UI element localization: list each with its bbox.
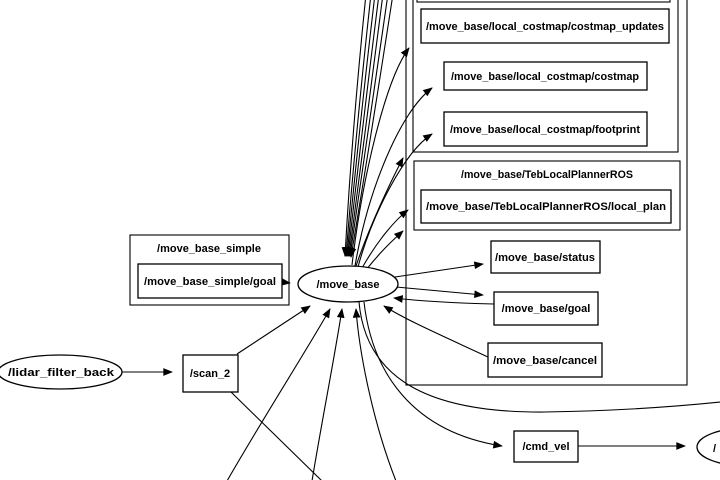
edge-move-base-to-status xyxy=(394,261,484,278)
edge-move-base-to-local-plan xyxy=(361,209,409,269)
node-local-plan-label: /move_base/TebLocalPlannerROS/local_plan xyxy=(426,201,666,213)
node-scan-2[interactable]: /scan_2 xyxy=(182,354,239,393)
node-right-partial-label: / xyxy=(713,443,716,455)
edge-bottom-left-to-move-base xyxy=(226,308,331,480)
node-cancel-label: /move_base/cancel xyxy=(493,355,597,367)
cluster-move-base-namespace xyxy=(405,0,688,386)
node-status-label: /move_base/status xyxy=(495,252,595,264)
edge-move-base-to-costmap-updates xyxy=(351,47,410,266)
edge-bottom-right-to-move-base xyxy=(352,308,397,480)
node-costmap[interactable]: /move_base/local_costmap/costmap xyxy=(443,61,648,91)
node-costmap-updates[interactable]: /move_base/local_costmap/costmap_updates xyxy=(420,8,670,44)
cluster-local-costmap xyxy=(412,0,679,153)
cluster-move-base-simple: /move_base_simple xyxy=(129,234,290,306)
edge-move-base-to-goal xyxy=(395,286,484,299)
node-move-base-label: /move_base xyxy=(317,279,380,291)
node-move-base-simple-goal-label: /move_base_simple/goal xyxy=(144,276,276,288)
node-scan-2-label: /scan_2 xyxy=(190,368,230,380)
node-local-plan[interactable]: /move_base/TebLocalPlannerROS/local_plan xyxy=(420,189,672,224)
node-costmap-label: /move_base/local_costmap/costmap xyxy=(451,71,639,83)
cluster-move-base-simple-label: /move_base_simple xyxy=(157,243,261,255)
edge-scan2-to-bottom xyxy=(230,391,322,480)
edge-bundle-top-to-move-base xyxy=(341,0,393,258)
node-footprint[interactable]: /move_base/local_costmap/footprint xyxy=(443,111,648,147)
edge-cancel-to-move-base xyxy=(383,305,489,358)
node-goal-label: /move_base/goal xyxy=(502,303,591,315)
node-lidar-filter-back-label: /lidar_filter_back xyxy=(8,367,115,379)
node-goal[interactable]: /move_base/goal xyxy=(493,291,599,326)
node-costmap-updates-label: /move_base/local_costmap/costmap_updates xyxy=(426,21,664,33)
node-move-base-simple-goal[interactable]: /move_base_simple/goal xyxy=(137,263,283,299)
node-cmd-vel-label: /cmd_vel xyxy=(522,441,569,453)
edge-move-base-to-footprint xyxy=(357,133,433,268)
cluster-teb-label: /move_base/TebLocalPlannerROS xyxy=(461,169,633,181)
edge-move-base-to-cmd-vel xyxy=(363,301,503,449)
cluster-teb-local-planner xyxy=(413,160,681,231)
edge-scan2-to-move-base xyxy=(236,305,311,355)
node-lidar-filter-back[interactable]: /lidar_filter_back xyxy=(0,354,123,390)
node-right-partial[interactable]: / xyxy=(696,428,720,466)
node-cmd-vel[interactable]: /cmd_vel xyxy=(513,430,579,463)
edge-move-base-to-costmap xyxy=(354,87,433,267)
node-cancel[interactable]: /move_base/cancel xyxy=(487,342,603,378)
edge-goal-to-move-base xyxy=(393,295,495,305)
node-move-base[interactable]: /move_base xyxy=(297,265,399,303)
cutoff-box-top xyxy=(416,0,671,3)
edge-bottom-to-move-base xyxy=(311,308,345,480)
node-status[interactable]: /move_base/status xyxy=(490,240,601,274)
edge-move-base-to-teb-cluster xyxy=(365,230,404,271)
edge-move-base-to-local-costmap-cluster xyxy=(355,157,404,267)
edge-move-base-to-right-edge xyxy=(358,301,720,413)
node-footprint-label: /move_base/local_costmap/footprint xyxy=(450,124,640,136)
